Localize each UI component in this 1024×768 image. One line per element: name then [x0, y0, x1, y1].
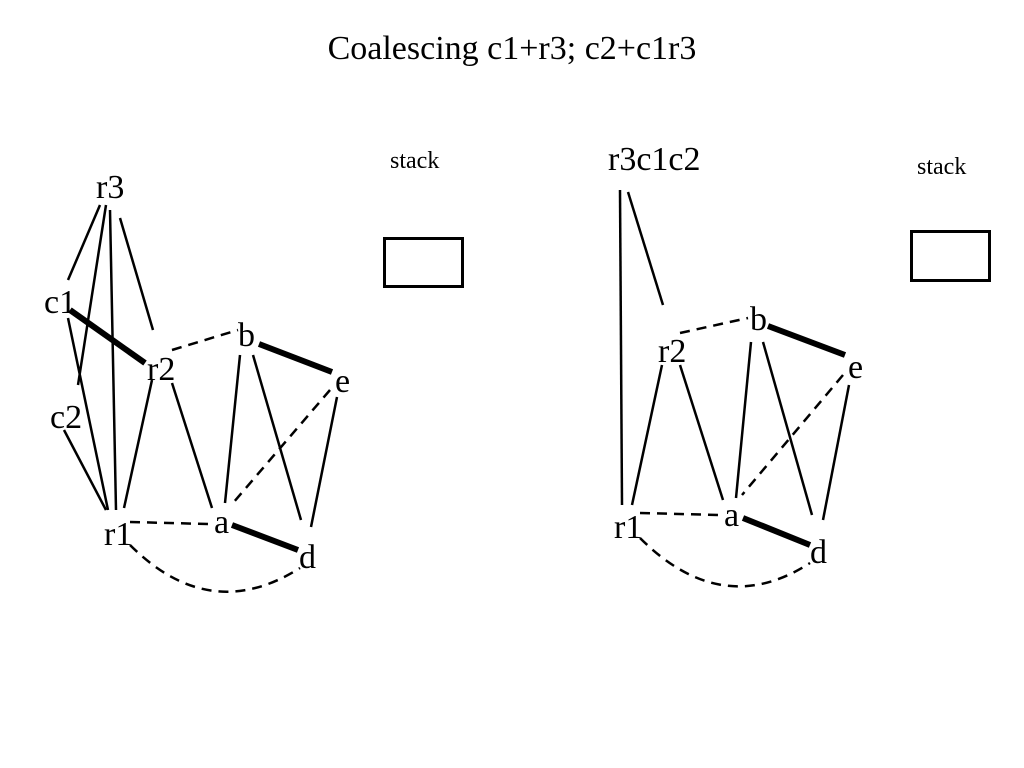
edge-e-d — [821, 384, 851, 521]
node-r2: r2 — [147, 351, 175, 388]
edge-r3c1c2-r2 — [626, 191, 665, 306]
edge-r1-a — [639, 511, 721, 517]
node-a: a — [214, 504, 229, 541]
left-stack-box — [383, 237, 464, 288]
edge-e-a — [232, 389, 331, 504]
slide-title: Coalescing c1+r3; c2+c1r3 — [327, 30, 697, 67]
edge-r3-r2 — [118, 217, 155, 331]
edge-b-d — [761, 341, 814, 516]
left-graph-edges — [62, 204, 339, 593]
right-stack-label: stack — [917, 154, 967, 180]
move-edge-b-e — [766, 323, 847, 358]
edge-r2-a — [678, 364, 725, 501]
node-a: a — [724, 497, 739, 534]
edge-b-a — [223, 354, 242, 504]
node-r3: r3 — [96, 169, 124, 206]
node-b: b — [750, 301, 767, 338]
node-e: e — [848, 349, 863, 386]
node-e: e — [335, 363, 350, 400]
node-b: b — [238, 317, 255, 354]
move-edge-c1-r2 — [68, 307, 147, 366]
node-d: d — [299, 539, 316, 576]
edge-r3-r1 — [108, 209, 118, 511]
edge-e-a — [741, 374, 844, 496]
edge-r3-c1 — [66, 204, 102, 281]
node-c1: c1 — [44, 284, 76, 321]
left-stack-label: stack — [390, 148, 440, 174]
edge-r3c1c2-r1 — [618, 189, 624, 506]
right-graph-edges — [618, 189, 851, 588]
edge-b-a — [734, 341, 753, 499]
edge-r2-a — [170, 382, 214, 509]
move-edge-a-d — [741, 515, 812, 548]
node-r1: r1 — [104, 516, 132, 553]
move-edge-b-e — [257, 341, 334, 375]
edge-c2-r1 — [62, 429, 108, 511]
node-r2: r2 — [658, 333, 686, 370]
edge-r2-r1 — [630, 364, 664, 506]
node-r1: r1 — [614, 509, 642, 546]
node-c2: c2 — [50, 399, 82, 436]
node-r3c1c2: r3c1c2 — [608, 141, 701, 178]
right-graph-nodes: r3c1c2 r2 b e r1 a d — [608, 141, 863, 571]
edge-c1-r1 — [66, 317, 110, 511]
left-graph-nodes: r3 c1 c2 r2 b e r1 a d — [44, 169, 350, 576]
edge-r1-d — [129, 544, 301, 593]
edge-r1-a — [129, 520, 209, 526]
edge-r2-b — [679, 316, 749, 335]
edge-r1-d — [639, 537, 811, 588]
move-edge-a-d — [230, 522, 300, 553]
edge-b-d — [251, 354, 303, 521]
edge-r3-c2 — [76, 204, 108, 386]
edge-r2-b — [171, 328, 239, 352]
node-d: d — [810, 534, 827, 571]
edge-e-d — [309, 396, 339, 528]
edge-r2-r1 — [122, 379, 154, 509]
right-stack-box — [910, 230, 991, 282]
